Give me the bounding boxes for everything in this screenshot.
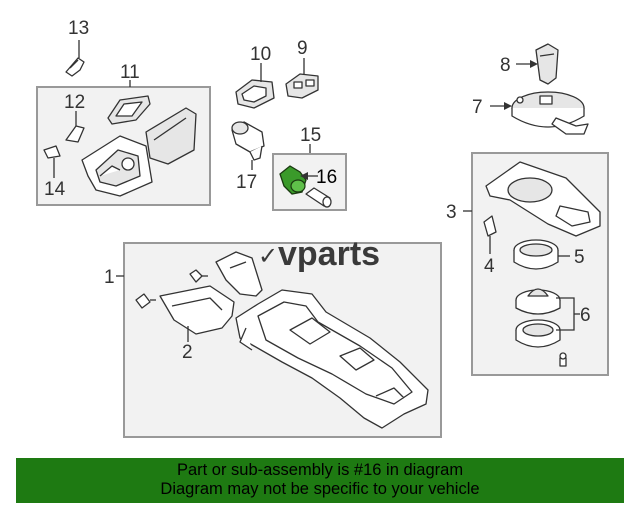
part-1-console-body[interactable] [235, 289, 429, 429]
part-1-upper-trim[interactable] [215, 251, 263, 297]
part-16-socket-highlighted[interactable] [279, 165, 307, 195]
part-2-side-trim[interactable] [159, 285, 235, 335]
callout-4: 4 [484, 256, 495, 277]
svg-text:vparts: vparts [278, 235, 380, 273]
callout-2: 2 [182, 342, 193, 363]
part-6-screw[interactable] [559, 352, 567, 367]
part-9-switch[interactable] [285, 73, 319, 99]
callout-15: 15 [300, 125, 321, 146]
part-11-side-cover[interactable] [145, 107, 197, 165]
banner-line-2: Diagram may not be specific to your vehi… [160, 480, 480, 498]
part-1-clip-upper[interactable] [189, 269, 208, 283]
part-14-clip[interactable] [43, 145, 61, 159]
part-17-power-outlet[interactable] [231, 121, 265, 161]
part-7-shifter-assembly[interactable] [511, 91, 589, 135]
part-11-cover-panel[interactable] [107, 95, 151, 125]
info-banner: Part or sub-assembly is #16 in diagram D… [16, 458, 624, 503]
callout-9: 9 [297, 38, 308, 59]
callout-11: 11 [120, 62, 140, 83]
part-11-bezel[interactable] [81, 135, 153, 197]
part-16-plug[interactable] [305, 187, 332, 208]
callout-1: 1 [104, 267, 115, 288]
svg-text:✓: ✓ [258, 242, 278, 270]
part-13-bracket[interactable] [65, 57, 85, 77]
callout-6: 6 [580, 305, 591, 326]
part-6-cup-holder-upper[interactable] [515, 288, 561, 315]
callout-10: 10 [250, 44, 271, 65]
callout-14: 14 [44, 179, 66, 200]
part-1-clip-lower[interactable] [135, 293, 156, 309]
part-8-shift-knob[interactable] [535, 43, 559, 85]
callout-12: 12 [64, 92, 85, 113]
part-10-switch[interactable] [235, 79, 275, 109]
part-12-clip[interactable] [65, 125, 85, 143]
callout-3: 3 [446, 202, 457, 223]
callout-16: 16 [316, 167, 337, 188]
brand-logo: ✓ vparts [258, 235, 380, 273]
callout-13: 13 [68, 18, 89, 39]
part-3-console-bezel[interactable] [485, 161, 601, 237]
callout-5: 5 [574, 247, 585, 268]
part-5-cup-ring[interactable] [513, 239, 559, 270]
callout-7: 7 [472, 97, 483, 118]
part-4-clip[interactable] [483, 215, 497, 237]
banner-line-1: Part or sub-assembly is #16 in diagram [176, 461, 464, 479]
callout-17: 17 [236, 172, 257, 193]
callout-8: 8 [500, 55, 511, 76]
part-6-cup-holder-lower[interactable] [515, 319, 561, 348]
